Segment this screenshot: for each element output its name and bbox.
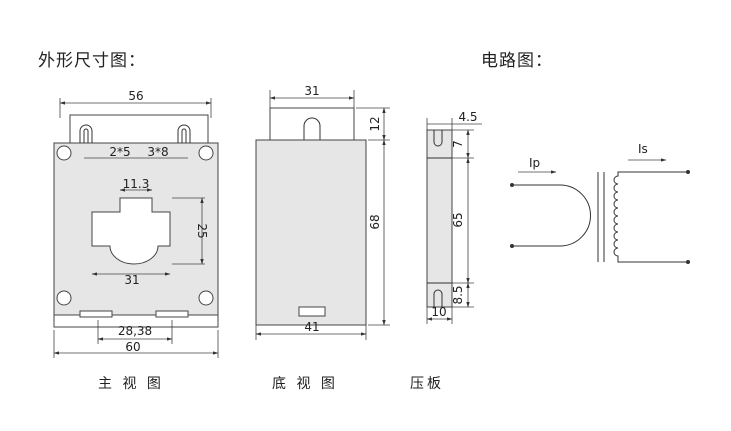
dim-slot-top: 7 [451, 140, 465, 148]
secondary-terminal-top [686, 170, 690, 174]
left-slot [79, 124, 93, 145]
base-strip [53, 314, 219, 328]
dim-slot-right: 3*8 [147, 145, 168, 159]
right-slot [177, 124, 191, 145]
pressure-plate-caption: 压板 [410, 376, 444, 392]
dim-length: 65 [451, 212, 465, 227]
plate-body [426, 129, 453, 308]
circuit-diagram: Ip Is [510, 142, 690, 264]
dim-width: 10 [431, 305, 446, 319]
tab-slot [303, 117, 321, 140]
side-body [255, 139, 367, 326]
outline-heading: 外形尺寸图： [38, 51, 146, 71]
hole-top-right [198, 145, 214, 161]
main-view-caption: 主 视 图 [98, 376, 164, 392]
dim-window-neck: 11.3 [123, 177, 150, 191]
secondary-terminal-bottom [686, 260, 690, 264]
bottom-view: 31 12 68 41 [255, 84, 390, 340]
dim-body-width: 41 [304, 320, 319, 334]
base-slot-right [155, 310, 189, 318]
bottom-view-caption: 底 视 图 [272, 376, 338, 392]
dim-tab-height: 12 [368, 116, 382, 131]
circuit-heading: 电路图： [481, 51, 553, 71]
dim-bottom-span: 28,38 [118, 324, 152, 338]
window-opening [91, 197, 171, 265]
base-slot-left [79, 310, 113, 318]
primary-current-label: Ip [529, 156, 540, 170]
dim-window-height: 25 [195, 223, 209, 238]
plate-slot-bottom [433, 289, 443, 307]
dim-thickness: 4.5 [458, 110, 477, 124]
dim-top-width: 56 [128, 89, 143, 103]
top-bracket [69, 114, 209, 146]
main-view: 56 2*5 3*8 11.3 25 31 28,38 60 [53, 89, 219, 358]
hole-bottom-right [198, 290, 214, 306]
primary-conductor [512, 184, 591, 247]
secondary-current-label: Is [638, 142, 648, 156]
hole-bottom-left [56, 290, 72, 306]
dim-slot-left: 2*5 [109, 145, 130, 159]
dim-top-width: 31 [304, 84, 319, 98]
dim-slot-bottom: 8.5 [451, 285, 465, 304]
dim-window-width: 31 [124, 273, 139, 287]
plate-slot-top [433, 130, 443, 147]
bottom-slot [298, 306, 326, 317]
dim-total-height: 68 [368, 214, 382, 229]
pressure-plate: 4.5 7 65 8.5 10 [426, 110, 482, 324]
hole-top-left [56, 145, 72, 161]
secondary-coil [613, 171, 688, 263]
top-tab [269, 107, 355, 141]
dim-total-width: 60 [125, 340, 140, 354]
